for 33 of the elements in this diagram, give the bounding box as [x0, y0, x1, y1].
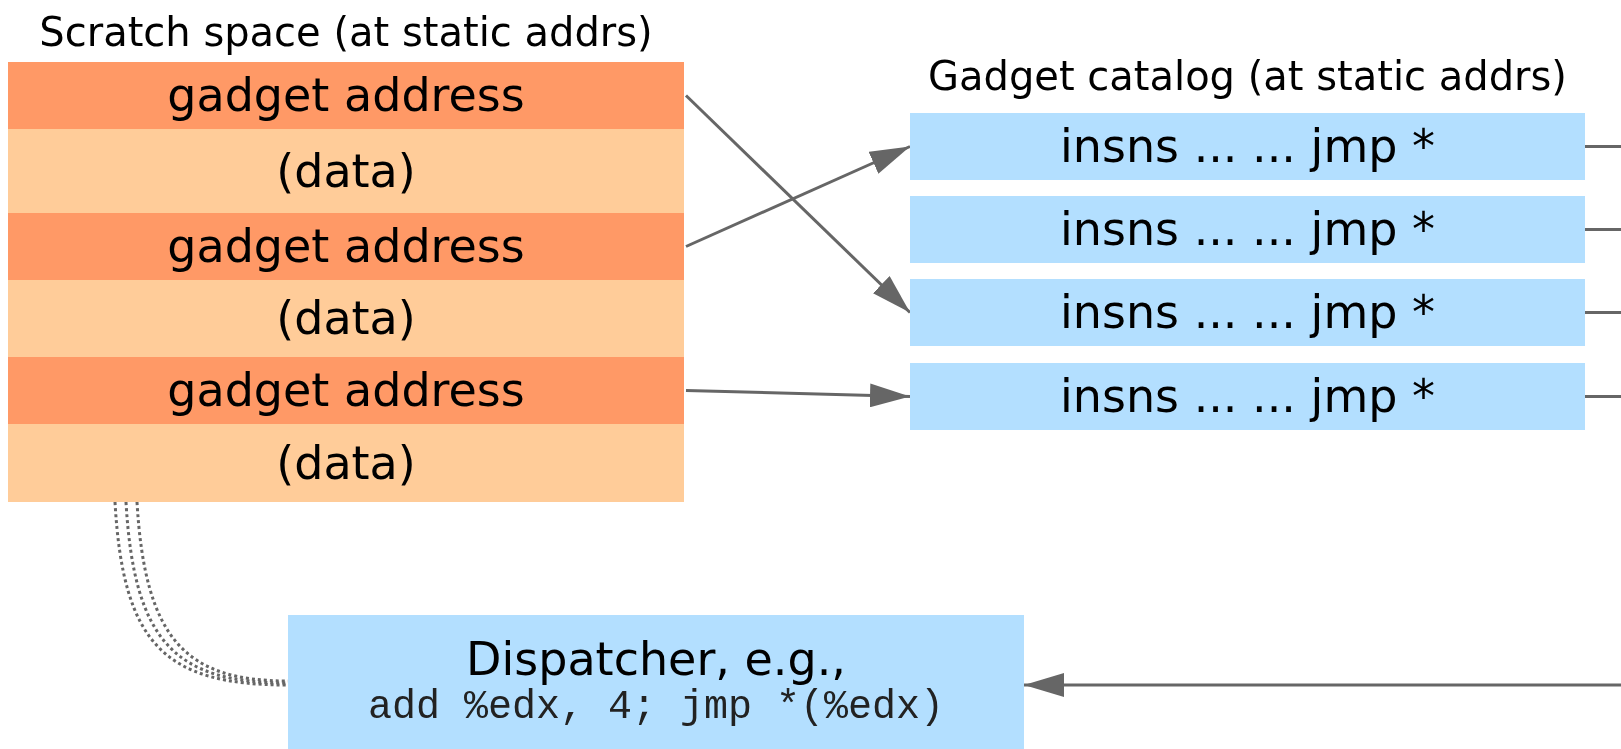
connector-line [1585, 395, 1621, 398]
dispatcher-box [288, 615, 1024, 749]
gadget-entry [910, 279, 1585, 346]
gadget-entry [910, 196, 1585, 263]
gadget-entry [8, 213, 684, 280]
gadget-entry [910, 363, 1585, 430]
arrow [684, 94, 912, 314]
entry-text: Dispatcher, e.g., [466, 632, 846, 686]
entry-text: gadget address [167, 220, 525, 273]
arrow [1024, 673, 1621, 697]
region-heading: Gadget catalog (at static addrs) [928, 52, 1567, 100]
gadget-entry [8, 357, 684, 424]
gadget-entry [8, 280, 684, 357]
entry-text: gadget address [167, 69, 525, 122]
entry-text: insns ... ... jmp * [1060, 370, 1435, 423]
entry-text: (data) [276, 144, 416, 198]
gadget-entry [8, 129, 684, 213]
connector-line [1585, 145, 1621, 148]
entry-text: insns ... ... jmp * [1060, 120, 1435, 173]
entry-text: insns ... ... jmp * [1060, 286, 1435, 339]
connector-line [1585, 311, 1621, 314]
connector-line [1585, 228, 1621, 231]
entry-text: (data) [276, 292, 416, 345]
arrow [685, 383, 911, 408]
entry-text: insns ... ... jmp * [1060, 203, 1435, 256]
entry-text: gadget address [167, 364, 525, 417]
region-heading: Scratch space (at static addrs) [39, 8, 653, 56]
arrow [685, 145, 911, 248]
code-text: add %edx, 4; jmp *(%edx) [367, 685, 945, 732]
gadget-entry [8, 424, 684, 502]
gadget-entry [910, 113, 1585, 180]
gadget-entry [8, 62, 684, 129]
entry-text: (data) [276, 436, 416, 490]
